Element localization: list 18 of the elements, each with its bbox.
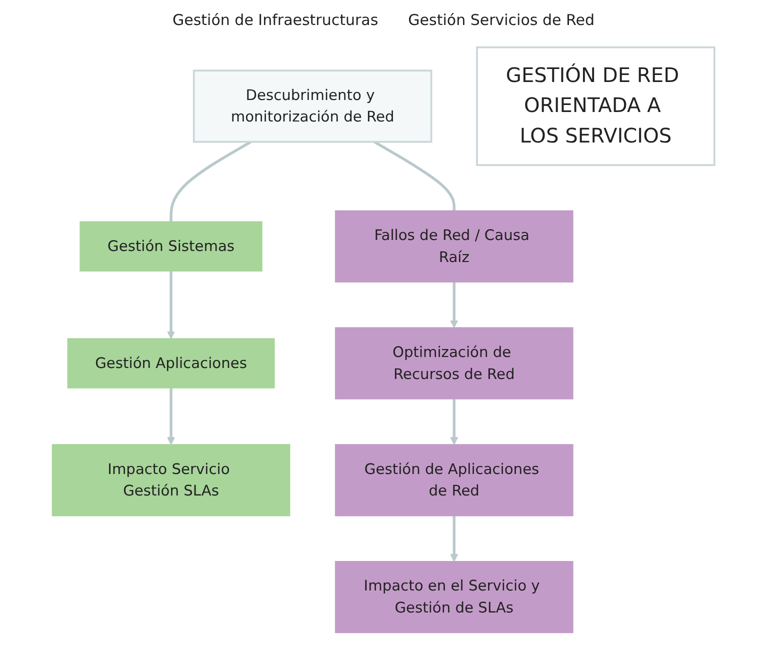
node-box: Gestión de Aplicaciones de Red [335, 444, 574, 516]
node-box: Optimización de Recursos de Red [335, 327, 574, 400]
node-box: Gestión Aplicaciones [67, 338, 275, 388]
node-box: Fallos de Red / Causa Raíz [335, 210, 574, 282]
node-box: Gestión Sistemas [80, 221, 263, 272]
group-label: Gestión de Infraestructuras [172, 11, 378, 29]
arrow [167, 271, 176, 339]
node-box: Descubrimiento y monitorización de Red [193, 70, 432, 143]
arrow [450, 516, 458, 562]
node-box: GESTIÓN DE RED ORIENTADA A LOS SERVICIOS [476, 46, 716, 166]
arrow [167, 388, 176, 445]
node-box: Impacto en el Servicio y Gestión de SLAs [335, 561, 574, 634]
group-label: Gestión Servicios de Red [408, 11, 594, 29]
connector [374, 140, 456, 211]
arrow [450, 282, 458, 328]
arrow [450, 398, 458, 445]
connector [170, 140, 252, 222]
node-box: Impacto Servicio Gestión SLAs [52, 444, 290, 516]
